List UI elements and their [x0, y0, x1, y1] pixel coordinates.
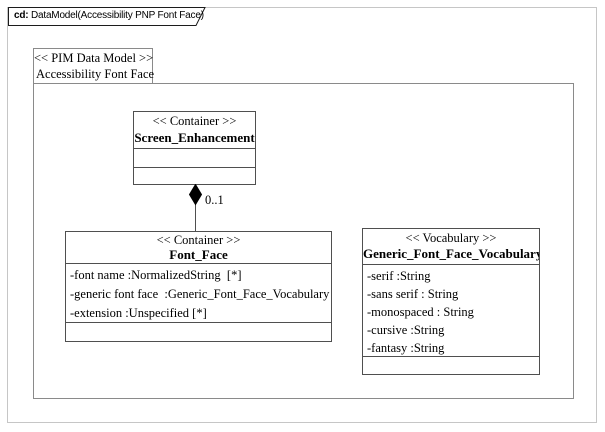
attribute-row: -monospaced : String	[367, 305, 474, 319]
composition-connector[interactable]	[188, 183, 203, 237]
class-name: Font_Face	[169, 247, 228, 262]
attribute-row: -generic font face :Generic_Font_Face_Vo…	[70, 287, 330, 301]
operations-compartment	[134, 167, 255, 184]
frame-label-name: Accessibility Font Face	[36, 67, 155, 81]
class-name: Screen_Enhancement	[134, 130, 255, 145]
attribute-row: -serif :String	[367, 269, 431, 283]
class-name: Generic_Font_Face_Vocabulary	[363, 246, 539, 261]
attribute-row: -sans serif : String	[367, 287, 459, 301]
page-border	[7, 7, 597, 423]
attributes-compartment: -serif :String -sans serif : String -mon…	[363, 264, 539, 356]
attribute-row: -cursive :String	[367, 323, 445, 337]
diagram-type-prefix: cd:	[14, 10, 29, 21]
attributes-compartment: -font name :NormalizedString [*] -generi…	[66, 263, 331, 322]
class-stereotype: << Vocabulary >>	[405, 231, 497, 245]
name-compartment: << Container >> Font_Face	[66, 232, 331, 263]
name-compartment: << Container >> Screen_Enhancement	[134, 112, 255, 148]
diagram-tab[interactable]: cd: DataModel(Accessibility PNP Font Fac…	[8, 7, 206, 26]
diagram-tab-label: cd: DataModel(Accessibility PNP Font Fac…	[14, 10, 204, 21]
frame-label: << PIM Data Model >> Accessibility Font …	[33, 48, 155, 84]
diagram-tab-shape	[8, 7, 206, 26]
class-stereotype: << Container >>	[156, 233, 241, 247]
diagram-title: DataModel(Accessibility PNP Font Face)	[28, 10, 204, 21]
class-font-face[interactable]: << Container >> Font_Face -font name :No…	[65, 231, 332, 342]
attribute-row: -extension :Unspecified [*]	[70, 306, 207, 320]
attribute-row: -fantasy :String	[367, 341, 445, 355]
multiplicity-label: 0..1	[205, 193, 224, 207]
class-stereotype: << Container >>	[152, 114, 237, 128]
frame-label-stereotype: << PIM Data Model >>	[34, 51, 154, 65]
attribute-row: -font name :NormalizedString [*]	[70, 268, 242, 282]
class-screen-enhancement[interactable]: << Container >> Screen_Enhancement	[133, 111, 256, 185]
operations-compartment	[66, 322, 331, 341]
name-compartment: << Vocabulary >> Generic_Font_Face_Vocab…	[363, 229, 539, 264]
class-generic-font-face-vocabulary[interactable]: << Vocabulary >> Generic_Font_Face_Vocab…	[362, 228, 540, 375]
attributes-compartment	[134, 148, 255, 167]
composition-diamond-icon	[188, 183, 203, 206]
operations-compartment	[363, 356, 539, 374]
